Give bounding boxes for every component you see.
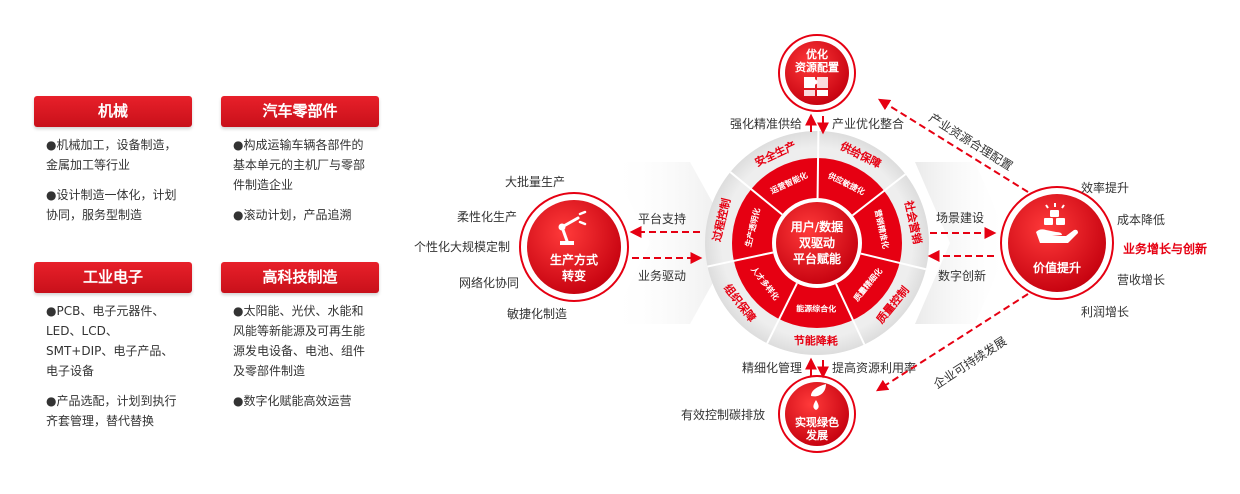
arrow-diagonal-bottom	[875, 293, 1029, 392]
bottom-side-label: 有效控制碳排放	[681, 407, 765, 422]
value-label: 效率提升	[1081, 180, 1129, 195]
mode-label: 网络化协同	[459, 275, 519, 290]
right-node-text: 价值提升	[1033, 260, 1081, 275]
value-label: 成本降低	[1117, 213, 1165, 227]
arrow-label-digital-innovation: 数字创新	[938, 268, 986, 283]
leaf-drop-icon	[811, 384, 826, 410]
top-node-text-1: 优化	[806, 47, 828, 61]
industry-point: ●机械加工，设备制造，金属加工等行业	[46, 138, 177, 172]
value-label: 利润增长	[1081, 305, 1129, 319]
industry-point: ●产品选配，计划到执行齐套管理，替代替换	[46, 394, 177, 428]
mode-label: 大批量生产	[505, 174, 565, 189]
arrow-label-platform-support: 平台支持	[638, 211, 686, 226]
robot-arm-icon	[558, 210, 587, 245]
industry-point: ●设计制造一体化，计划协同，服务型制造	[46, 188, 177, 222]
arrow-label-scene-building: 场景建设	[936, 211, 984, 225]
industry-card-electronics: 工业电子 ●PCB、电子元器件、LED、LCD、SMT+DIP、电子产品、电子设…	[34, 262, 192, 441]
ring-divider	[860, 252, 927, 271]
bottom-right-label: 提高资源利用率	[832, 360, 916, 375]
industry-card-title: 高科技制造	[221, 262, 379, 293]
top-node-text-2: 资源配置	[795, 60, 839, 74]
industry-card-title: 汽车零部件	[221, 96, 379, 127]
bottom-left-label: 精细化管理	[742, 360, 802, 375]
ring-divider	[835, 283, 866, 345]
chevron-left-shape	[610, 162, 735, 324]
left-node-text-2: 转变	[562, 268, 586, 283]
ring-divider	[729, 171, 783, 216]
core-text-2: 双驱动	[799, 236, 835, 250]
top-left-label: 强化精准供给	[730, 117, 802, 131]
industry-point: ●滚动计划，产品追溯	[233, 208, 352, 222]
top-node	[785, 41, 849, 105]
bottom-node	[785, 382, 849, 446]
left-node-text-1: 生产方式	[550, 252, 598, 267]
left-node	[527, 200, 621, 294]
industry-card-hightech: 高科技制造 ●太阳能、光伏、水能和风能等新能源及可再生能源发电设备、电池、组件及…	[221, 262, 379, 421]
mode-label: 个性化大规模定制	[414, 239, 510, 254]
industry-point: ●PCB、电子元器件、LED、LCD、SMT+DIP、电子产品、电子设备	[46, 304, 174, 378]
ring-outer-label: 节能降耗	[794, 333, 838, 348]
industry-point: ●数字化赋能高效运营	[233, 394, 352, 408]
ring-divider	[766, 282, 798, 344]
industry-card-title: 机械	[34, 96, 192, 127]
ring-divider	[816, 130, 820, 199]
arrow-label-business-driven: 业务驱动	[638, 268, 686, 283]
core-circle	[776, 202, 858, 284]
bottom-node-text-2: 发展	[805, 428, 829, 442]
ring-inner-label: 能源综合化	[796, 303, 836, 313]
industry-point: ●太阳能、光伏、水能和风能等新能源及可再生能源发电设备、电池、组件及零部件制造	[233, 304, 366, 378]
mode-label: 敏捷化制造	[507, 306, 567, 321]
chevron-right-shape	[915, 162, 1010, 324]
industry-card-auto-parts: 汽车零部件 ●构成运输车辆各部件的基本单元的主机厂与零部件制造企业 ●滚动计划，…	[221, 96, 379, 235]
ring-divider	[707, 251, 774, 268]
top-right-label: 产业优化整合	[832, 116, 904, 131]
industry-card-machinery: 机械 ●机械加工，设备制造，金属加工等行业 ●设计制造一体化，计划协同，服务型制…	[34, 96, 192, 235]
value-label-highlight: 业务增长与创新	[1123, 241, 1207, 256]
core-text-1: 用户/数据	[790, 219, 843, 234]
bottom-node-text-1: 实现绿色	[795, 415, 839, 429]
hand-coins-icon	[1036, 203, 1078, 243]
mode-label: 柔性化生产	[457, 210, 517, 224]
diag-label-bottom: 企业可持续发展	[930, 333, 1009, 391]
ring-divider	[851, 173, 907, 217]
core-text-3: 平台赋能	[793, 251, 841, 266]
arrow-diagonal-top	[877, 98, 1029, 193]
industry-point: ●构成运输车辆各部件的基本单元的主机厂与零部件制造企业	[233, 138, 366, 192]
industry-card-title: 工业电子	[34, 262, 192, 293]
puzzle-icon	[804, 77, 828, 96]
value-label: 营收增长	[1117, 273, 1165, 287]
